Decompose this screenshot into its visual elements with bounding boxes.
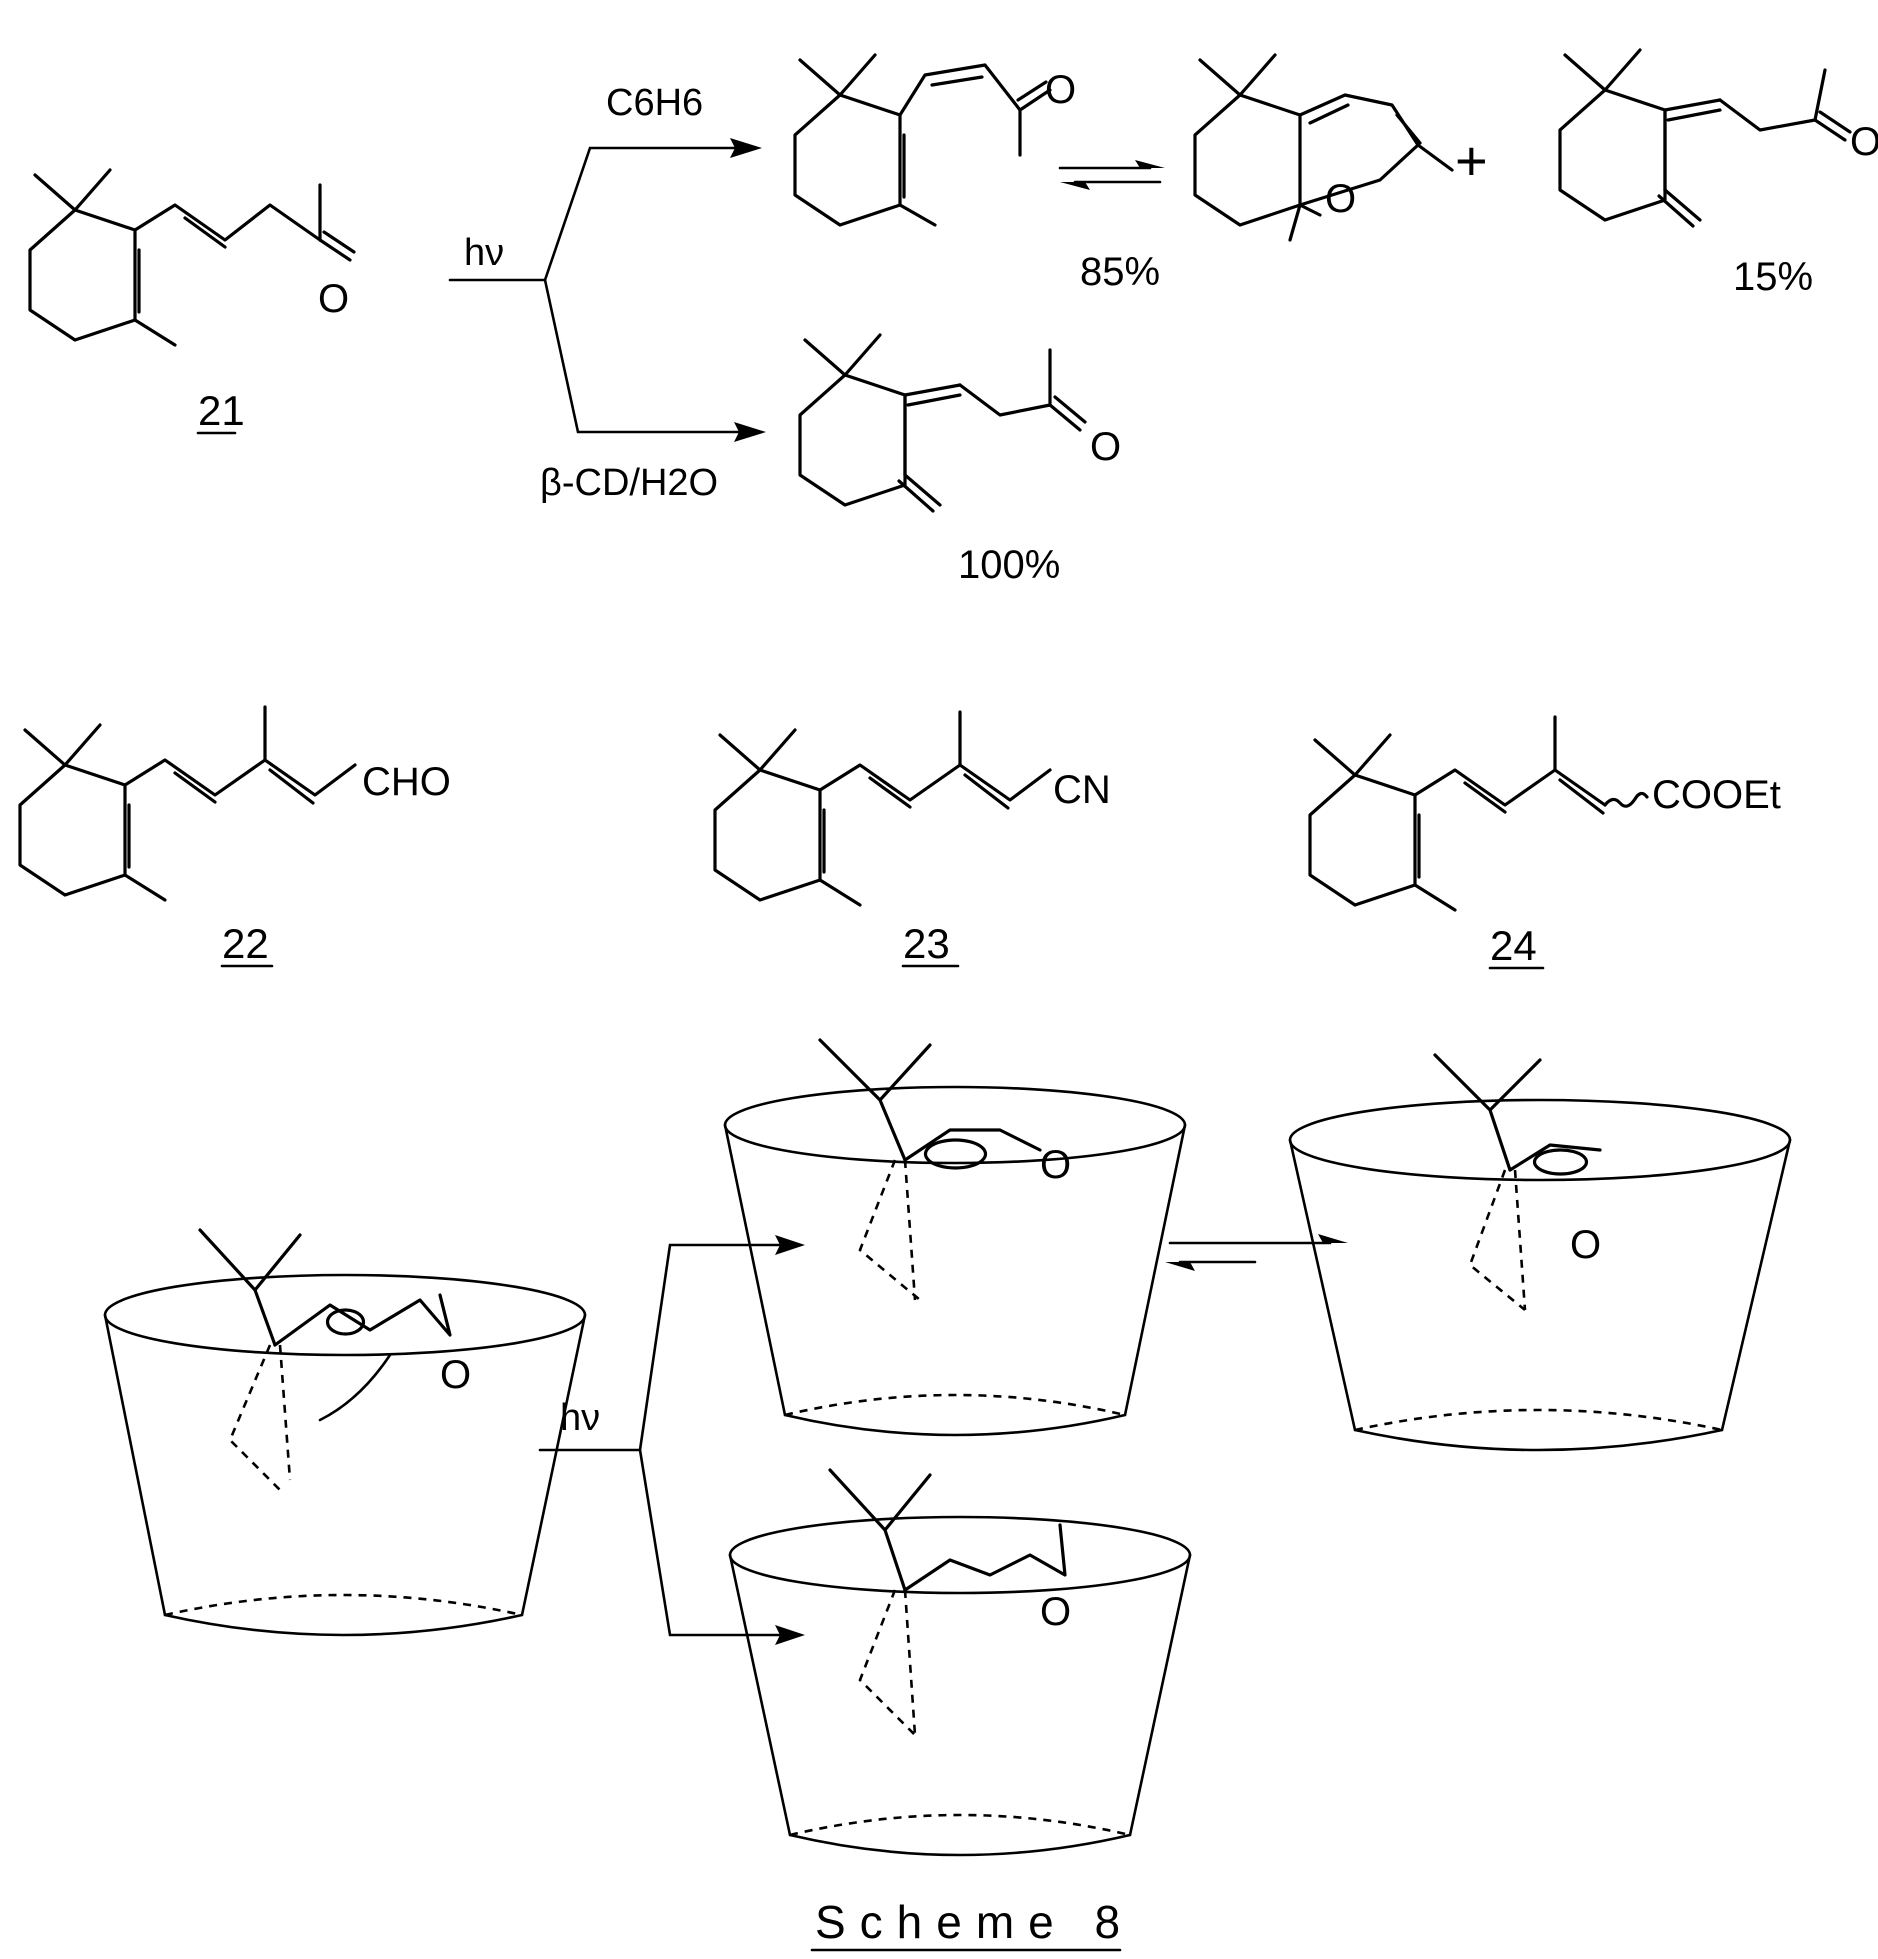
light-label-top: hν (464, 232, 504, 274)
condition-cd-water: β-CD/H2O (540, 462, 718, 504)
cd-cup-upper-middle (723, 1038, 1187, 1437)
atom-o-pyran: O (1325, 177, 1356, 221)
atom-o-cup-right: O (1570, 1223, 1601, 1267)
yield-pyran: 85% (1080, 250, 1160, 294)
label-24: 24 (1490, 922, 1537, 969)
label-21: 21 (198, 387, 245, 434)
condition-benzene: C6H6 (606, 82, 703, 124)
group-23: CN (1053, 768, 1111, 812)
atom-o-cup-left: O (440, 1353, 471, 1397)
compound-triene-top (1558, 48, 1852, 228)
compound-22 (18, 705, 357, 902)
branch-arrow-top (448, 138, 766, 442)
atom-o-cup-upper-middle: O (1040, 1143, 1071, 1187)
equilibrium-arrow-top (1058, 160, 1165, 190)
equilibrium-arrow-cd (1165, 1234, 1348, 1271)
compound-23 (713, 710, 1052, 907)
branch-arrow-cd (538, 1235, 805, 1645)
compound-21 (28, 168, 356, 347)
atom-o-cis: O (1045, 68, 1076, 112)
compound-cis-dienone (793, 53, 1052, 227)
atom-o-21: O (318, 277, 349, 321)
label-22: 22 (222, 920, 269, 967)
atom-o-triene-top: O (1850, 120, 1878, 164)
cd-cup-right (1288, 1053, 1792, 1452)
atom-o-triene-cd: O (1090, 425, 1121, 469)
compound-pyran (1193, 53, 1454, 242)
yield-cd: 100% (958, 543, 1060, 587)
label-23: 23 (903, 920, 950, 967)
yield-triene: 15% (1733, 255, 1813, 299)
group-24: COOEt (1652, 773, 1781, 817)
plus-sign: + (1455, 129, 1488, 192)
group-22: CHO (362, 760, 451, 804)
atom-o-cup-lower-middle: O (1040, 1590, 1071, 1634)
light-label-cd: hν (560, 1397, 600, 1439)
cd-cup-lower-middle (728, 1468, 1192, 1857)
scheme-caption: Scheme 8 (815, 1896, 1134, 1948)
compound-triene-cd (798, 333, 1087, 513)
cd-cup-left (103, 1228, 587, 1637)
compound-24 (1308, 715, 1649, 912)
